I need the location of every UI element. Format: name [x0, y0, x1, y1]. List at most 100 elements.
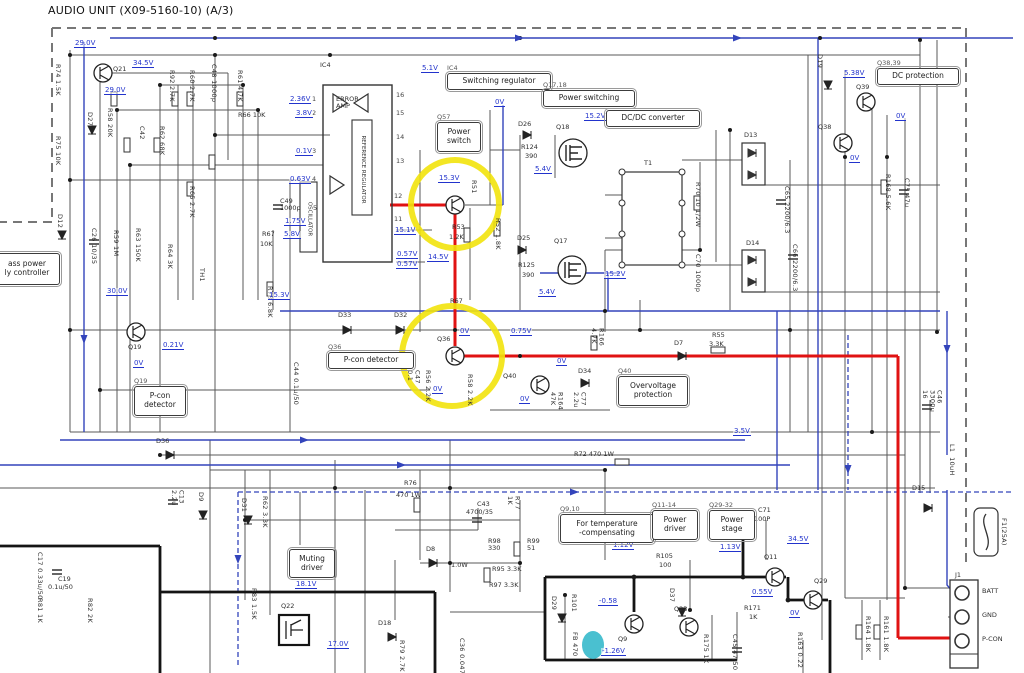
function-block-dc-protection: DC protection: [875, 66, 961, 87]
voltage-label: 0V: [459, 327, 471, 337]
voltage-label: 3.8V: [295, 109, 313, 119]
part-label: R95 3.3K: [492, 565, 522, 573]
voltage-label: 0.75V: [510, 327, 533, 337]
part-label: R92 2.7K: [168, 70, 177, 102]
part-label: R70 10 1/2W: [694, 182, 703, 228]
voltage-label: 0V: [849, 154, 861, 164]
function-block-power-switching: Power switching: [541, 88, 637, 109]
part-label: D31: [240, 498, 249, 513]
part-label: C43: [477, 500, 490, 508]
fet-Q22: [277, 613, 311, 647]
voltage-label: -0.58: [598, 597, 619, 607]
diode-D9: [198, 510, 208, 521]
schematic-title: AUDIO UNIT (X09-5160-10) (A/3): [48, 4, 234, 17]
capacitor: [472, 517, 482, 523]
function-block-power: Power stage: [707, 508, 757, 542]
function-block-ref: Q19: [134, 377, 148, 385]
svg-text:REFERENCE REGULATOR: REFERENCE REGULATOR: [360, 135, 366, 203]
resistor: [123, 137, 131, 153]
part-label: C46 3300u 16: [921, 390, 944, 413]
diode-D8: [428, 558, 439, 568]
part-label: R51: [470, 180, 479, 194]
part-label: Q21: [113, 65, 127, 73]
capacitor: [168, 499, 178, 505]
part-label: Q9: [618, 635, 628, 643]
part-label: P-CON: [982, 635, 1003, 643]
diode-D19: [823, 80, 833, 91]
resistor: [590, 335, 598, 351]
transistor-Q39: [856, 92, 876, 112]
capacitor: [732, 647, 742, 653]
resistor: [855, 624, 863, 640]
part-label: Q40: [503, 372, 517, 380]
part-label: 1.0W: [451, 561, 468, 569]
part-label: L1 10uH: [948, 444, 957, 476]
dashed-rails: [237, 335, 1013, 668]
capacitor: [273, 204, 283, 210]
function-block-ref: Q38,39: [877, 59, 901, 67]
connector-pin-gnd: [954, 609, 970, 625]
part-label: D18: [378, 619, 392, 627]
part-label: R53: [452, 223, 465, 231]
function-block-switching-regulator: Switching regulator: [445, 71, 553, 92]
part-label: 100P: [754, 515, 771, 523]
transistor-Q40: [530, 375, 550, 395]
flow-arrow: [844, 465, 852, 474]
capacitor: [899, 189, 909, 195]
reference-regulator-box: REFERENCE REGULATOR: [351, 119, 373, 216]
part-label: C77 2.2u: [572, 392, 588, 408]
voltage-label: 0V: [556, 357, 568, 367]
voltage-label: 15.2V: [604, 270, 627, 280]
part-label: FB 470: [571, 632, 580, 657]
capacitor: [89, 239, 99, 245]
part-label: D15: [912, 484, 926, 492]
transistor-Q11: [765, 567, 785, 587]
part-label: R98 330: [488, 537, 501, 553]
function-block-for-temperature: For temperature -compensating: [558, 512, 656, 545]
resistor: [873, 624, 881, 640]
part-label: R164 47K: [549, 392, 565, 411]
part-label: C26 10/35: [90, 228, 99, 265]
part-label: R75 10K: [54, 136, 63, 166]
resistor: [693, 195, 701, 211]
voltage-label: 15.3V: [268, 291, 291, 301]
voltage-label: 2.36V: [289, 95, 312, 105]
voltage-label: 0V: [494, 98, 506, 108]
function-block-muting: Muting driver: [287, 547, 337, 580]
transistor-Q37: [445, 195, 465, 215]
transistor-Q23: [679, 617, 699, 637]
part-label: R55: [712, 331, 725, 339]
junction-dots: [68, 36, 939, 612]
part-label: D9: [197, 492, 206, 502]
transistor-Q29: [803, 590, 823, 610]
voltage-label: 14.5V: [427, 253, 450, 263]
rectifier-D13: [741, 142, 766, 186]
part-label: GND: [982, 611, 997, 619]
voltage-label: 0.63V: [289, 175, 312, 185]
part-label: R82 2K: [86, 598, 95, 624]
part-label: R61 4.7K: [236, 70, 245, 102]
voltage-label: 3.5V: [733, 427, 751, 437]
ic-pin-number: 11: [394, 215, 403, 223]
error-amp-triangle: [332, 92, 349, 114]
part-label: R101: [570, 594, 579, 613]
resistor: [880, 179, 888, 195]
part-label: Q11: [764, 553, 778, 561]
diode-D25: [517, 245, 528, 255]
part-label: R58 2.2K: [466, 374, 475, 406]
voltage-label: 1.75V: [284, 217, 307, 227]
ic-pin-number: 5: [313, 204, 318, 212]
ic-IC4: [322, 84, 393, 263]
part-label: R124: [521, 143, 538, 151]
part-label: 3.3K: [709, 340, 724, 348]
ic-pin-number: 13: [396, 157, 405, 165]
part-label: Q18: [556, 123, 570, 131]
part-label: C42: [138, 126, 147, 140]
voltage-label: 5.4V: [534, 165, 552, 175]
capacitor: [52, 569, 62, 575]
connector-pin-batt: [954, 585, 970, 601]
part-label: R81 1K: [36, 598, 45, 624]
part-label: R125: [518, 261, 535, 269]
part-label: R67: [450, 297, 463, 305]
